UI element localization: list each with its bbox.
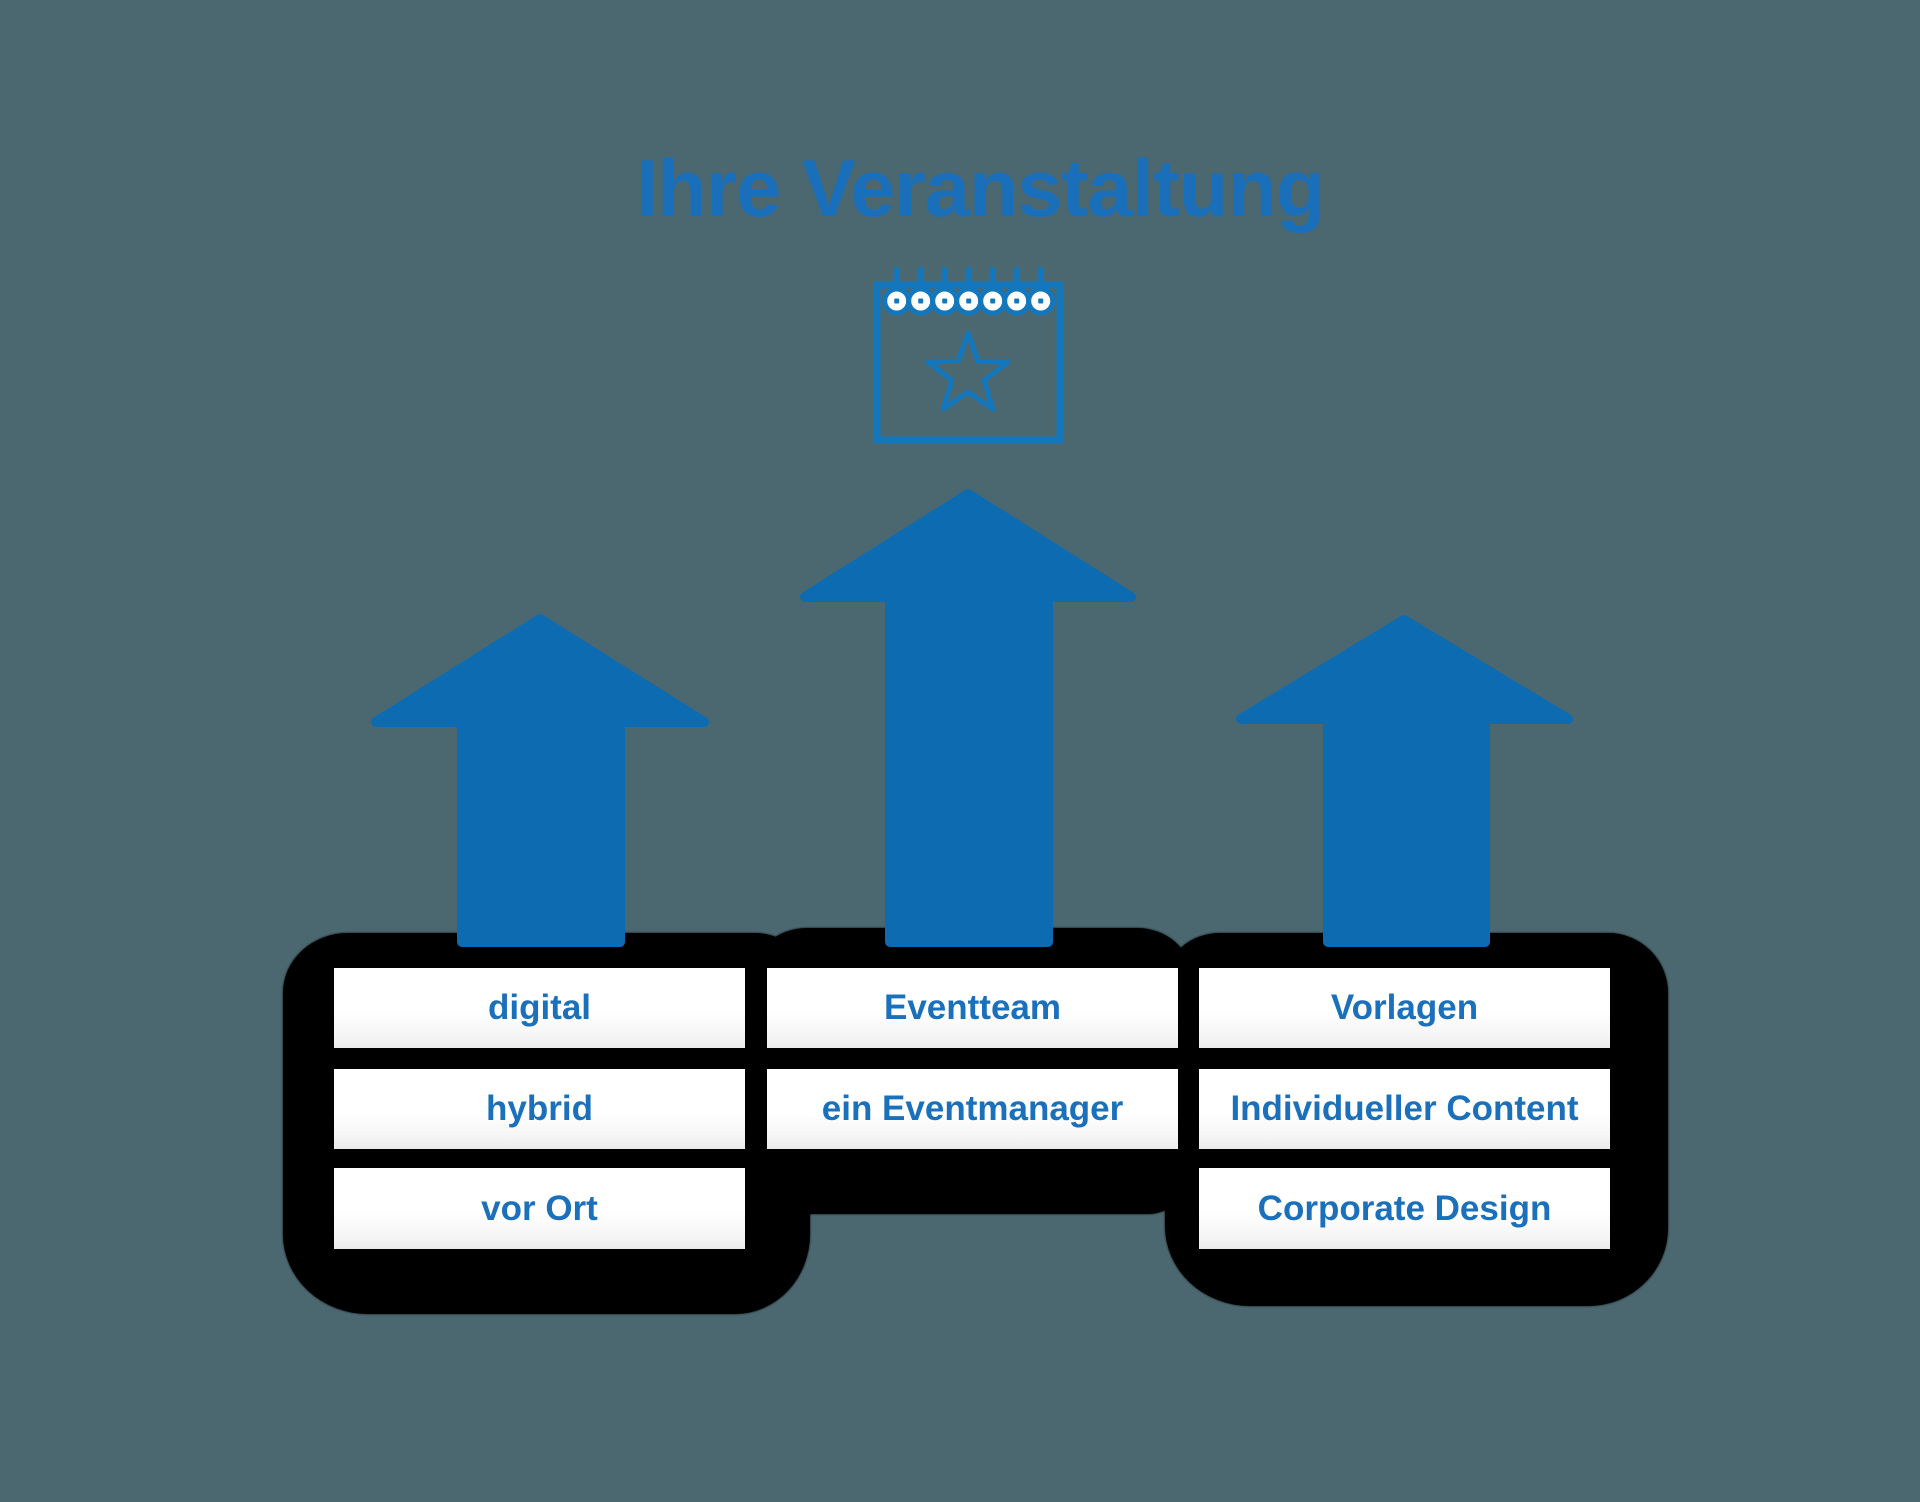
box-label: Eventteam [883,988,1062,1027]
box-hybrid: hybrid [334,1069,745,1149]
box-label: Individueller Content [1230,1089,1579,1128]
box-corporate-design: Corporate Design [1199,1168,1610,1249]
arrow-up-icon-right [1236,615,1573,947]
box-label: ein Eventmanager [821,1089,1124,1128]
page-title: Ihre Veranstaltung [635,144,1326,234]
arrow-up-icon-left [371,614,709,947]
arrow-up-icon-middle [800,489,1136,947]
box-vor-ort: vor Ort [334,1168,745,1249]
box-ein-eventmanager: ein Eventmanager [767,1069,1178,1149]
box-vorlagen: Vorlagen [1199,968,1610,1048]
box-label: hybrid [486,1089,593,1128]
box-individueller-content: Individueller Content [1199,1069,1610,1149]
box-digital: digital [334,968,745,1048]
box-label: Corporate Design [1257,1188,1552,1228]
calendar-star-icon [873,267,1064,444]
box-label: Vorlagen [1330,988,1479,1027]
box-label: vor Ort [481,1188,598,1228]
box-eventteam: Eventteam [767,968,1178,1048]
box-label: digital [487,988,592,1027]
star-icon [925,330,1011,412]
